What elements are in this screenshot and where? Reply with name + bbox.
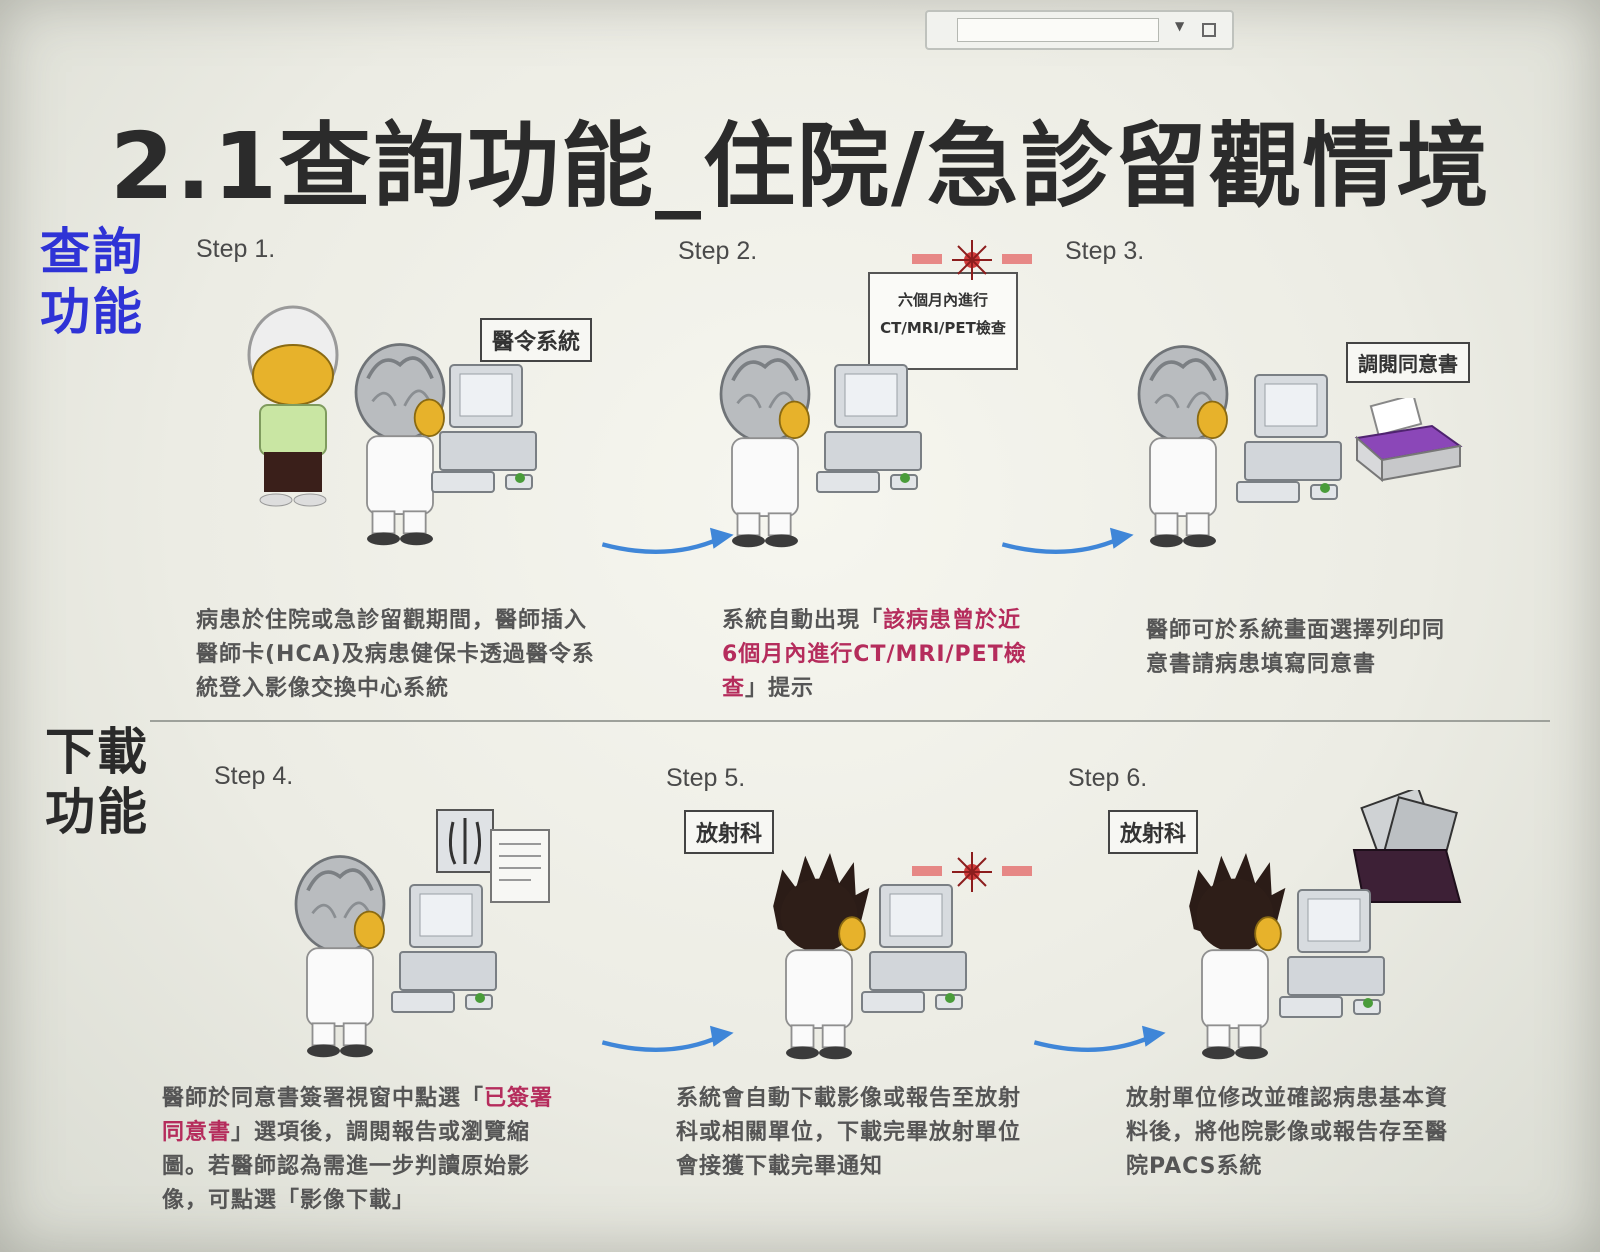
step-3-label: Step 3. [1065,237,1145,265]
step-2-callout: 六個月內進行 CT/MRI/PET檢查 [868,272,1018,370]
computer-illustration-5 [850,880,980,1030]
step-2-desc-highlight-2: 6個月內進行CT/MRI/PET檢 [722,642,1027,667]
doctor-illustration-4 [285,840,395,1060]
step-4-desc-highlight-1: 已簽署 [484,1086,554,1111]
step-1-desc-line-2: 醫師卡(HCA)及病患健保卡透過醫令系 [196,642,595,667]
step-6-desc-line-2: 料後，將他院影像或報告存至醫 [1126,1120,1449,1145]
section-divider [150,720,1550,722]
step-4-desc-highlight-2: 同意書 [162,1120,232,1145]
step-2-desc-highlight-1: 該病患曾於近 [883,608,1022,633]
step-4-desc-mid: 」選項後，調閱報告或瀏覽縮 [231,1120,531,1145]
step-5-sign: 放射科 [684,810,775,854]
step-6-label: Step 6. [1068,764,1148,792]
step-5-desc-line-2: 科或相關單位，下載完畢放射單位 [676,1120,1022,1145]
step-1-description: 病患於住院或急診留觀期間，醫師插入 醫師卡(HCA)及病患健保卡透過醫令系 統登… [196,604,656,706]
step-2-desc-highlight-3: 查 [722,676,746,701]
step-2-label: Step 2. [678,237,758,265]
patient-illustration [247,305,339,507]
callout-line-1: 六個月內進行 [897,291,988,309]
xray-document-icon [436,809,550,903]
step-4-desc-line-4: 像，可點選「影像下載」 [162,1188,416,1213]
page-title: 2.1查詢功能_住院/急診留觀情境 [110,113,1491,220]
step-6-desc-line-1: 放射單位修改並確認病患基本資 [1126,1086,1449,1111]
step-5-description: 系統會自動下載影像或報告至放射 科或相關單位，下載完畢放射單位 會接獲下載完畢通… [676,1082,1096,1184]
section-label-download: 下載功能 [45,723,149,841]
step-4-desc-pre: 醫師於同意書簽署視窗中點選「 [162,1086,485,1111]
callout-line-2: CT/MRI/PET檢查 [880,319,1006,337]
step-3-description: 醫師可於系統畫面選擇列印同 意書請病患填寫同意書 [1146,614,1526,682]
doctor-illustration-2 [710,330,820,550]
arrow-2-3 [998,520,1138,560]
step-3-sign: 調閱同意書 [1346,342,1470,383]
step-1-desc-line-3: 統登入影像交換中心系統 [196,676,450,701]
computer-illustration-6 [1268,885,1398,1035]
step-3-desc-line-1: 醫師可於系統畫面選擇列印同 [1146,618,1446,643]
alarm-icon-step-2 [912,240,1032,280]
step-6-description: 放射單位修改並確認病患基本資 料後，將他院影像或報告存至醫 院PACS系統 [1126,1082,1546,1184]
step-2-description: 系統自動出現「該病患曾於近 6個月內進行CT/MRI/PET檢 查」提示 [722,604,1082,706]
printer-icon [1354,398,1463,483]
arrow-4-5 [598,1018,738,1058]
arrow-5-6 [1030,1018,1170,1058]
step-3-desc-line-2: 意書請病患填寫同意書 [1146,652,1377,677]
step-1-sign: 醫令系統 [480,318,593,362]
window-title-widget[interactable]: ▼ [925,10,1234,50]
step-2-desc-post: 」提示 [745,676,815,701]
step-5-desc-line-1: 系統會自動下載影像或報告至放射 [676,1086,1022,1111]
section-label-query: 查詢功能 [40,223,144,341]
maximize-icon[interactable] [1202,23,1216,37]
computer-illustration-2 [805,360,935,510]
step-6-desc-line-3: 院PACS系統 [1126,1154,1263,1179]
step-6-sign: 放射科 [1108,810,1199,854]
image-folder-icon [1352,790,1462,903]
step-4-label: Step 4. [214,762,294,790]
dropdown-arrow-icon[interactable]: ▼ [1175,19,1185,33]
step-2-desc-pre: 系統自動出現「 [722,608,884,633]
step-5-label: Step 5. [666,764,746,792]
step-5-desc-line-3: 會接獲下載完畢通知 [676,1154,884,1179]
computer-illustration-3 [1225,370,1355,520]
computer-illustration-1 [420,360,550,510]
step-1-label: Step 1. [196,235,276,263]
title-field[interactable] [957,18,1159,42]
step-4-description: 醫師於同意書簽署視窗中點選「已簽署 同意書」選項後，調閱報告或瀏覽縮 圖。若醫師… [162,1082,622,1218]
computer-illustration-4 [380,880,510,1030]
doctor-illustration-3 [1128,330,1238,550]
step-4-desc-line-3: 圖。若醫師認為需進一步判讀原始影 [162,1154,531,1179]
step-1-desc-line-1: 病患於住院或急診留觀期間，醫師插入 [196,608,588,633]
